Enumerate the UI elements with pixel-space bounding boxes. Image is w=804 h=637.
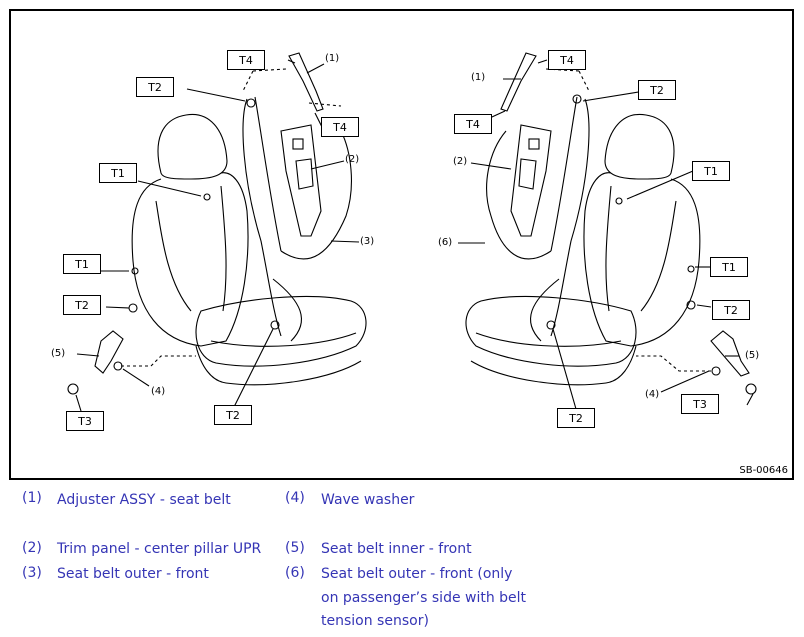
legend-text-2: Trim panel - center pillar UPR [57,541,262,557]
right-t3-tag: T3 [681,394,719,414]
legend-text-6-line2: on passenger’s side with belt [321,590,527,606]
legend-num-2: (2) [22,540,42,556]
left-inner-buckle [94,330,124,374]
left-seatback [131,172,249,347]
left-t2-top-tag: T2 [136,77,174,97]
left-t4-tag: T4 [227,50,265,70]
right-t2-bottom-tag: T2 [557,408,595,428]
right-callout-1: (1) [471,72,486,83]
legend: (1) Adjuster ASSY - seat belt (4) Wave w… [0,488,804,637]
right-adjuster [500,52,537,112]
left-adjuster [288,52,324,112]
right-t1-head-tag: T1 [692,161,730,181]
left-callout-3: (3) [360,236,375,247]
legend-text-3: Seat belt outer - front [57,566,209,582]
left-callout-4: (4) [151,386,166,397]
left-t4-lower-tag: T4 [321,117,359,137]
legend-text-4: Wave washer [321,492,415,508]
legend-num-3: (3) [22,565,42,581]
right-inner-buckle [710,330,750,377]
legend-text-1: Adjuster ASSY - seat belt [57,492,231,508]
right-center-pillar-trim [510,124,552,237]
right-belt-outer [550,98,590,337]
right-t1-lower-tag: T1 [710,257,748,277]
right-t2-top-tag: T2 [638,80,676,100]
left-callout-1: (1) [325,53,340,64]
left-center-pillar-trim [280,124,322,237]
left-t2-bottom-tag: T2 [214,405,252,425]
seat-diagram-drawing [67,52,757,412]
right-seatback [583,172,701,347]
left-t1-lower-tag: T1 [63,254,101,274]
right-callout-6: (6) [438,237,453,248]
legend-num-6: (6) [285,565,305,581]
legend-num-5: (5) [285,540,305,556]
left-seat-cushion [195,295,367,367]
right-callout-2: (2) [453,156,468,167]
legend-text-6: Seat belt outer - front (only [321,566,513,582]
right-t2-lower-tag: T2 [712,300,750,320]
right-headrest [604,113,675,180]
diagram-figure: T4 T4 T2 T1 T1 T2 T3 T2 (1) (2) (3) (4) … [9,9,794,480]
legend-num-1: (1) [22,490,42,506]
legend-num-4: (4) [285,490,305,506]
left-belt-outer [242,98,282,337]
left-callout-5: (5) [51,348,66,359]
legend-text-6-line3: tension sensor) [321,613,429,629]
leader-lines [75,59,754,412]
left-seat [67,52,367,395]
right-t4-lower-tag: T4 [454,114,492,134]
left-t3-tag: T3 [66,411,104,431]
left-headrest [157,113,228,180]
right-callout-4: (4) [645,389,660,400]
left-t1-head-tag: T1 [99,163,137,183]
right-seat-cushion [465,295,637,367]
figure-id: SB-00646 [739,465,788,476]
legend-text-5: Seat belt inner - front [321,541,472,557]
left-t2-lower-tag: T2 [63,295,101,315]
right-t4-tag: T4 [548,50,586,70]
right-callout-5: (5) [745,350,760,361]
right-seat [465,52,757,395]
left-callout-2: (2) [345,154,360,165]
